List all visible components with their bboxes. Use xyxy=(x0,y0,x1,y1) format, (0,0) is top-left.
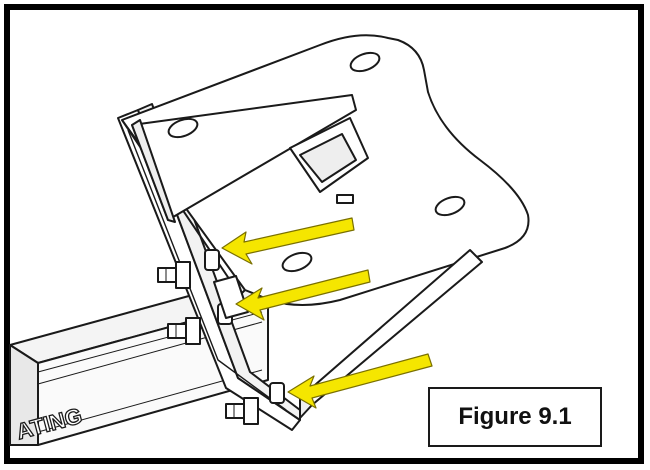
slotted-holes xyxy=(167,51,466,273)
yellow-arrow-icon xyxy=(221,217,355,265)
arrow-group xyxy=(221,217,433,409)
figure-caption: Figure 9.1 xyxy=(458,403,572,430)
yellow-arrow-icon xyxy=(287,353,433,409)
pin-box xyxy=(289,117,369,204)
bolts xyxy=(157,261,259,425)
spacer-block xyxy=(213,275,249,319)
yellow-arrow-icon xyxy=(235,269,371,321)
figure-caption-box: Figure 9.1 xyxy=(428,387,602,447)
